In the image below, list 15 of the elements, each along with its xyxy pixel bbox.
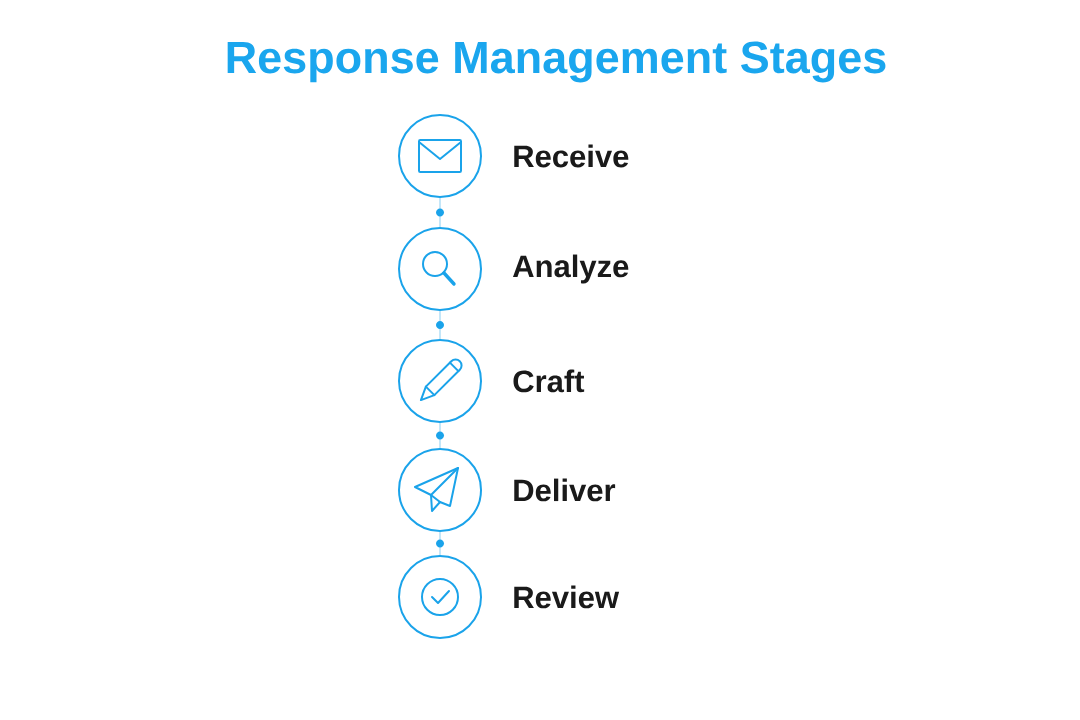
stage-label: Receive [514, 144, 629, 168]
stage-label: Review [514, 585, 620, 609]
stage-circle [398, 339, 482, 423]
stage-circle [398, 114, 482, 198]
stage-circle [398, 448, 482, 532]
connector [436, 310, 444, 340]
connector [436, 531, 444, 556]
stage-label: Deliver [514, 478, 616, 502]
stage-label: Craft [513, 369, 585, 393]
connector [436, 197, 444, 228]
stage-label: Analyze [512, 254, 629, 284]
connector [436, 422, 444, 449]
stage-circle [398, 227, 482, 311]
stage-circle [398, 555, 482, 639]
title: Response Management Stages [227, 41, 886, 83]
